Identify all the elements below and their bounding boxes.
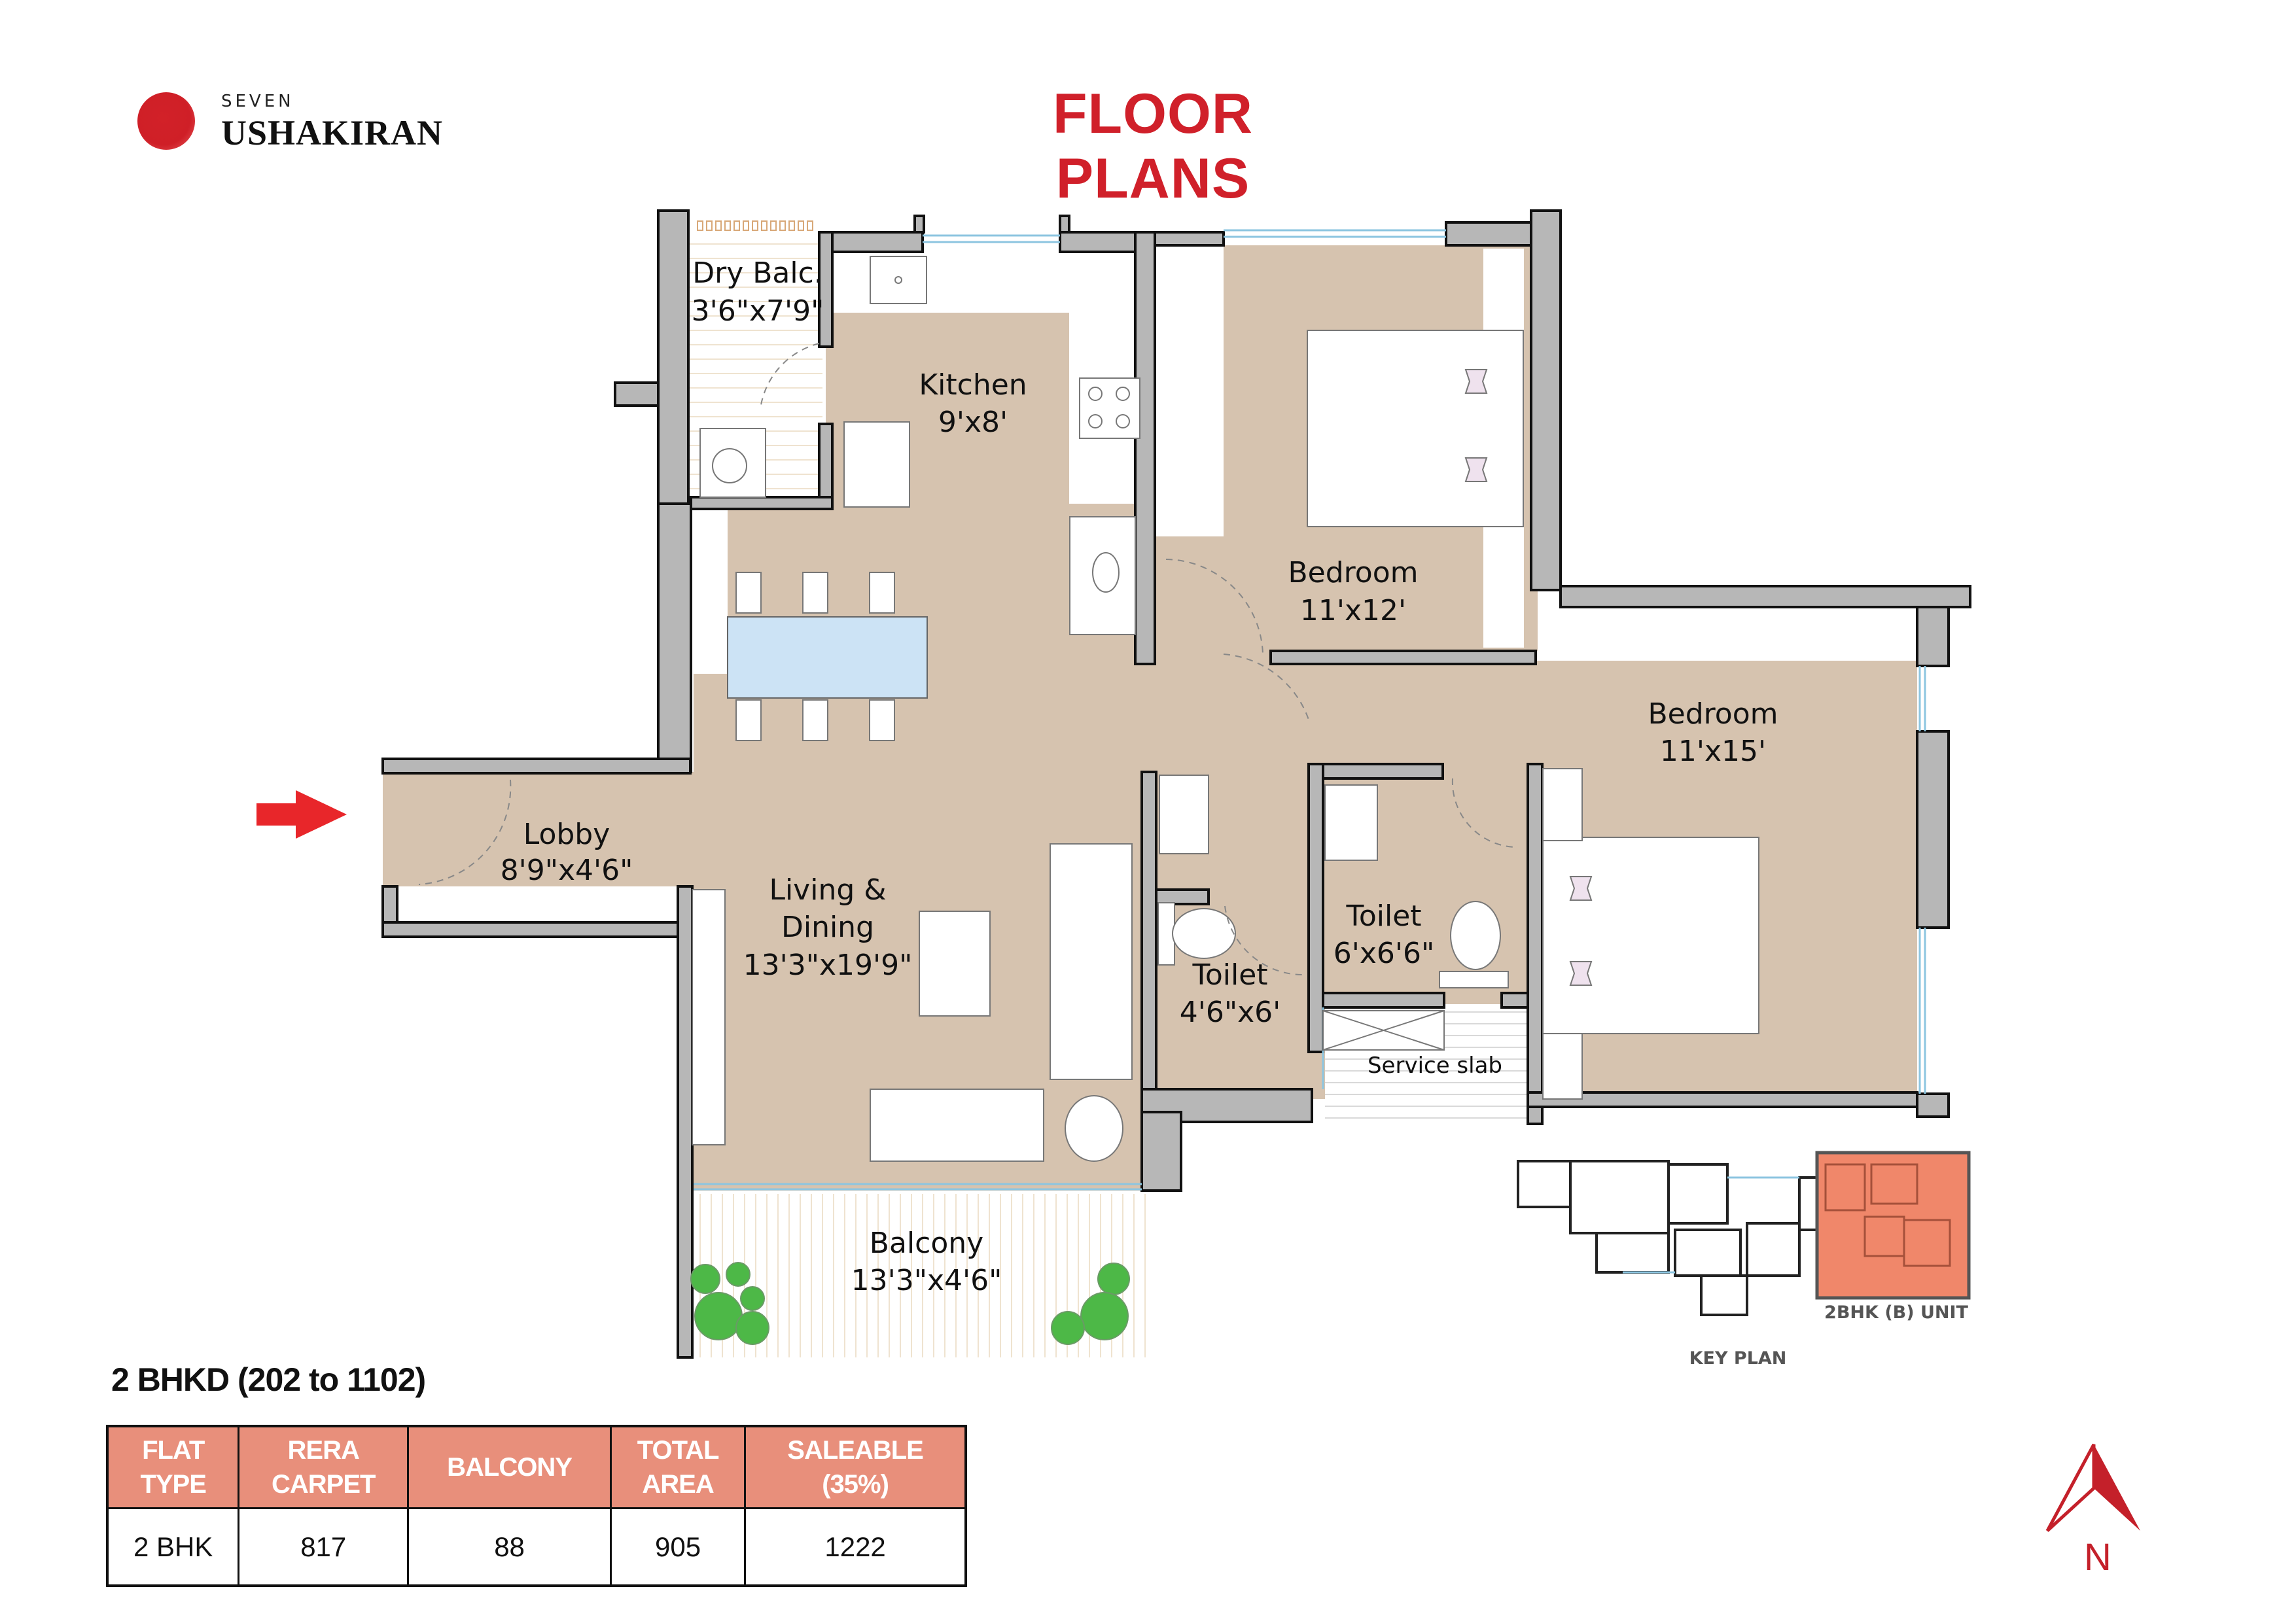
brand-logo: SEVEN USHAKIRAN	[137, 92, 443, 150]
toilet-1-size: 4'6"x6'	[1180, 996, 1280, 1029]
logo-sun-icon	[137, 92, 195, 150]
kitchen-label: Kitchen	[919, 368, 1027, 402]
brand-prefix: SEVEN	[221, 92, 294, 111]
lobby-floor	[383, 772, 710, 886]
bedroom-2-size: 11'x15'	[1660, 735, 1766, 768]
cell-saleable: 1222	[744, 1507, 967, 1587]
north-label: N	[2084, 1536, 2111, 1579]
toilet-2-label: Toilet	[1345, 899, 1421, 933]
page-title: FLOOR PLANS	[1053, 82, 1253, 210]
wc-2	[1450, 901, 1501, 970]
shower-1	[1159, 775, 1209, 854]
lobby-label: Lobby	[523, 818, 610, 851]
counter-sink-icon	[1069, 516, 1136, 635]
key-plan-unit-label: 2BHK (B) UNIT	[1824, 1302, 1969, 1323]
cell-rera-carpet: 817	[238, 1507, 410, 1587]
sofa-3seater	[1050, 843, 1133, 1080]
bedroom-2-label: Bedroom	[1648, 697, 1778, 731]
balcony-label: Balcony	[870, 1227, 983, 1260]
lobby-size: 8'9"x4'6"	[501, 854, 633, 887]
col-saleable: SALEABLE(35%)	[744, 1425, 967, 1509]
brand-name: USHAKIRAN	[221, 113, 444, 152]
north-arrow-icon: N	[2045, 1443, 2140, 1579]
kitchen-sink-icon	[870, 256, 927, 304]
key-plan-highlight	[1815, 1151, 1971, 1300]
dining-table	[727, 616, 928, 699]
bed-2	[1542, 837, 1759, 1034]
unit-heading: 2 BHKD (202 to 1102)	[111, 1361, 426, 1398]
washing-machine-icon	[699, 428, 766, 498]
side-table	[1065, 1095, 1123, 1162]
bedroom-1-size: 11'x12'	[1300, 594, 1406, 627]
room-labels: Dry Balc. 3'6"x7'9" Kitchen 9'x8' Bedroo…	[501, 256, 1778, 1297]
furniture	[692, 256, 1759, 1162]
key-plan-label: KEY PLAN	[1689, 1348, 1787, 1369]
entry-arrow-icon	[256, 790, 347, 839]
living-label-line1: Living &	[769, 873, 886, 907]
windows	[694, 229, 1926, 1191]
balcony-size: 13'3"x4'6"	[851, 1264, 1002, 1297]
walls	[381, 209, 1971, 1359]
col-balcony: BALCONY	[407, 1425, 612, 1509]
cell-total-area: 905	[609, 1507, 747, 1587]
service-slab-cross	[1322, 1010, 1445, 1051]
living-size: 13'3"x19'9"	[743, 949, 913, 982]
kitchen-size: 9'x8'	[938, 406, 1008, 439]
shower-2	[1324, 784, 1378, 861]
key-plan: 2BHK (B) UNIT KEY PLAN	[1517, 1151, 1971, 1369]
table-row: 2 BHK 817 88 905 1222	[106, 1507, 967, 1587]
dry-balcony-railing	[697, 220, 813, 231]
cell-flat-type: 2 BHK	[106, 1507, 240, 1587]
cell-balcony: 88	[407, 1507, 612, 1587]
brand-text: SEVEN USHAKIRAN	[221, 92, 443, 150]
toilet-2-size: 6'x6'6"	[1333, 937, 1434, 970]
stove-icon	[1079, 377, 1140, 439]
door-swings	[418, 343, 1515, 975]
bedroom-1-label: Bedroom	[1288, 556, 1418, 589]
sofa-2seater	[870, 1089, 1044, 1162]
living-label-line2: Dining	[781, 911, 874, 944]
wc-1	[1172, 908, 1236, 959]
coffee-table	[919, 911, 991, 1017]
fridge-icon	[843, 421, 910, 508]
dry-balcony-size: 3'6"x7'9"	[692, 294, 824, 328]
toilet-1-label: Toilet	[1192, 958, 1267, 992]
plant-icons	[690, 1262, 1130, 1345]
dry-balcony-label: Dry Balc.	[692, 256, 823, 290]
service-slab-label: Service slab	[1368, 1053, 1502, 1079]
pillows	[1464, 369, 1593, 986]
bed-1	[1307, 330, 1524, 527]
